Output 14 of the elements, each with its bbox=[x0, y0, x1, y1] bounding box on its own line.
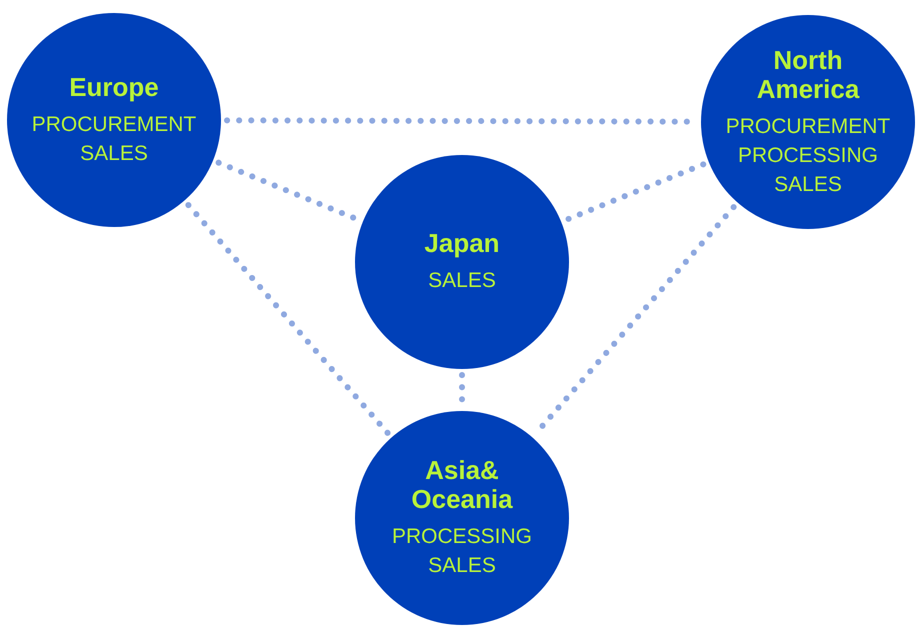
function-label: PROCESSING bbox=[738, 142, 878, 168]
region-name: North America bbox=[756, 46, 860, 104]
region-name: Europe bbox=[69, 72, 159, 102]
dotted-connector bbox=[564, 161, 706, 223]
function-label: PROCESSING bbox=[392, 524, 532, 550]
function-label: SALES bbox=[80, 140, 148, 166]
function-label: PROCUREMENT bbox=[726, 114, 890, 140]
dotted-connector bbox=[185, 202, 391, 436]
region-name: Asia& Oceania bbox=[410, 456, 514, 514]
function-label: PROCUREMENT bbox=[32, 112, 196, 138]
region-name: Japan bbox=[424, 229, 500, 258]
function-label: SALES bbox=[428, 268, 496, 294]
function-label: SALES bbox=[774, 172, 842, 198]
function-label: SALES bbox=[428, 553, 496, 579]
